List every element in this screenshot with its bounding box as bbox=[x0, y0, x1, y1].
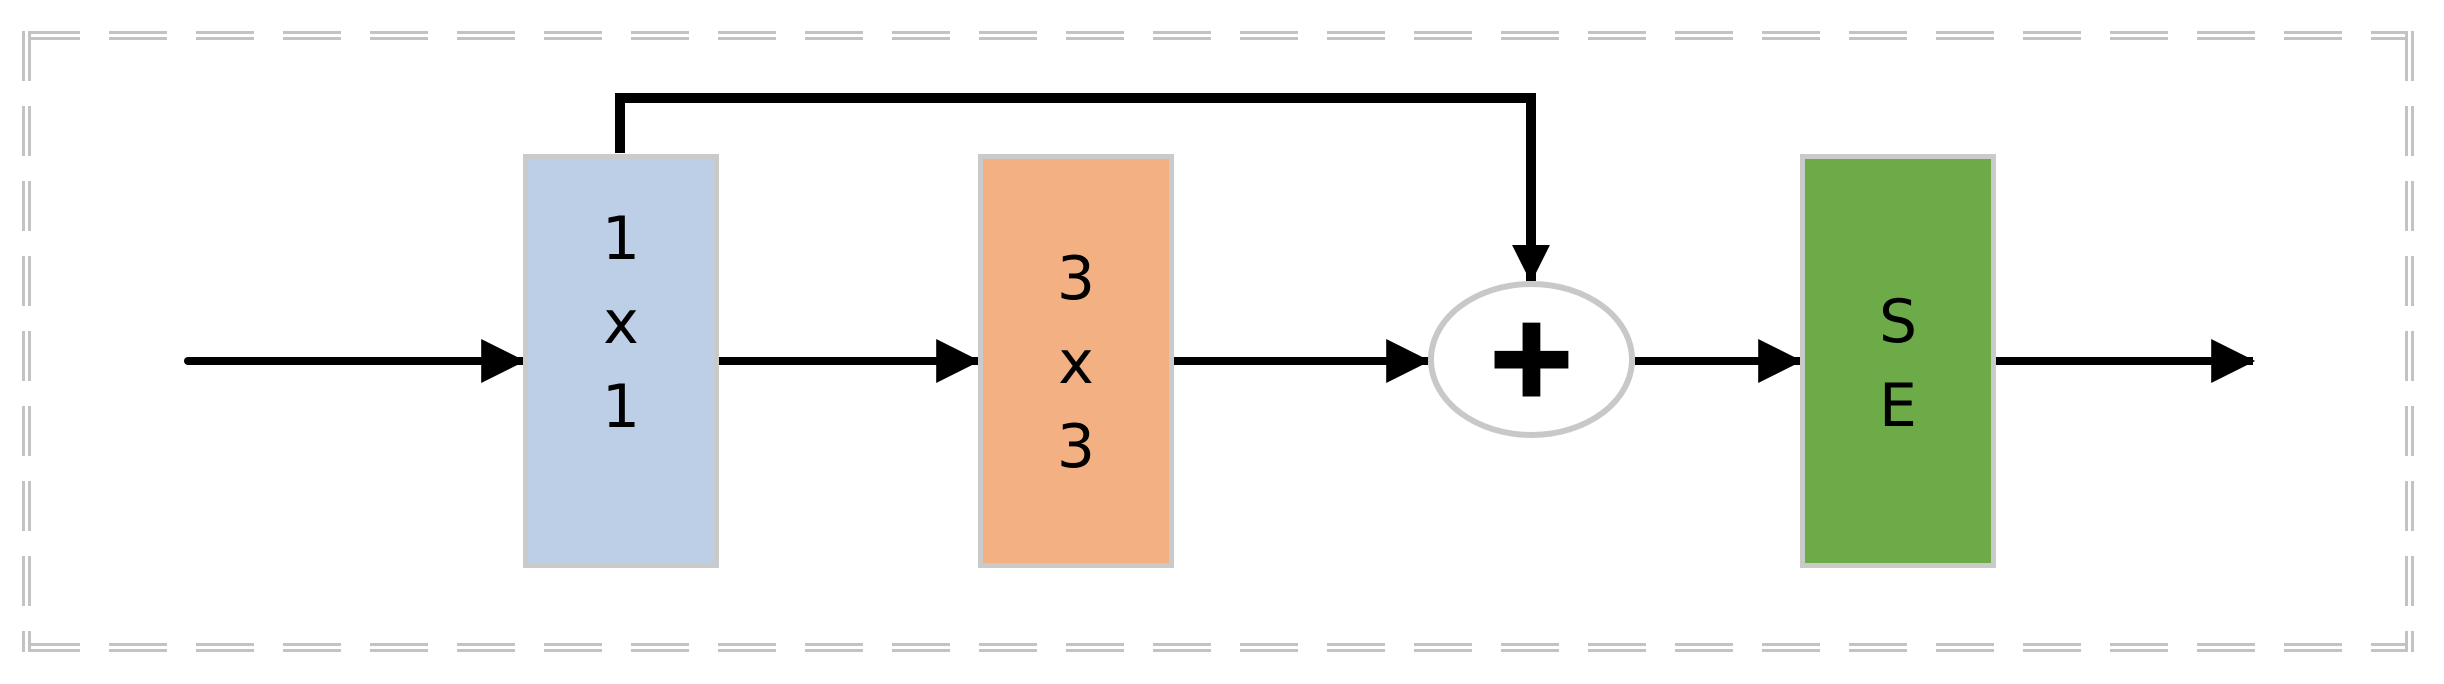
plus-symbol: + bbox=[1483, 291, 1580, 420]
sum-node: + bbox=[1428, 281, 1635, 438]
block-se-label-line: S bbox=[1878, 287, 1918, 357]
block-conv-1x1-label-line: 1 bbox=[601, 204, 641, 274]
block-conv-3x3-label-line: x bbox=[1058, 328, 1094, 398]
dashed-border-bottom bbox=[22, 643, 2414, 652]
dashed-border-right bbox=[2405, 31, 2414, 652]
block-conv-3x3-label-line: 3 bbox=[1056, 244, 1096, 314]
dashed-border-top bbox=[22, 31, 2414, 40]
block-se-label-line: E bbox=[1879, 371, 1917, 441]
block-conv-3x3: 3 x 3 bbox=[978, 154, 1174, 568]
block-conv-1x1-label-line: x bbox=[603, 288, 639, 358]
dashed-border bbox=[22, 31, 2414, 652]
block-conv-3x3-label-line: 3 bbox=[1056, 412, 1096, 482]
dashed-border-left bbox=[22, 31, 31, 652]
block-conv-1x1: 1 x 1 bbox=[523, 154, 719, 568]
block-conv-1x1-label-line: 1 bbox=[601, 372, 641, 442]
block-squeeze-excitation: S E bbox=[1800, 154, 1996, 568]
